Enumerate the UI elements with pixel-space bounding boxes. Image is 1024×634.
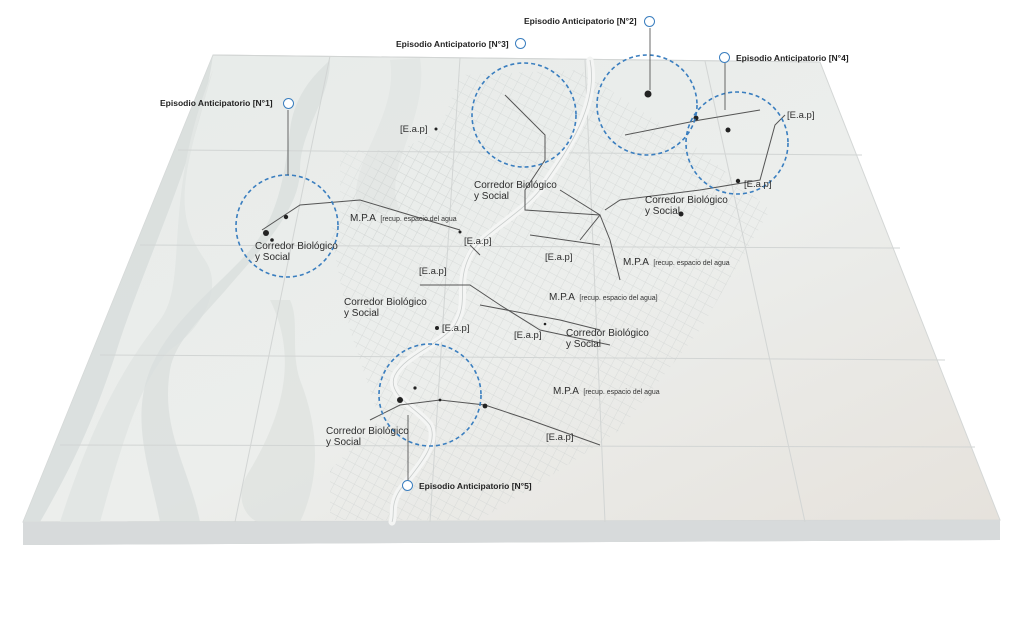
episode-2-marker[interactable] — [644, 16, 655, 27]
mpa-label: M.P.A [recup. espacio del agua — [623, 252, 730, 270]
corridor-label-line1: Corredor Biológico — [645, 195, 728, 206]
corridor-label-line2: y Social — [474, 191, 510, 202]
eap-label: [E.a.p] — [744, 179, 772, 190]
mpa-label-detail: [recup. espacio del agua — [380, 216, 457, 223]
corridor-label-line1: Corredor Biológico — [344, 297, 427, 308]
corridor-label-line2: y Social — [255, 252, 291, 263]
corridor-label: Corredor Biológico y Social — [566, 328, 649, 350]
episode-area-3 — [471, 62, 577, 168]
corridor-label: Corredor Biológico y Social — [326, 426, 409, 448]
mpa-label: M.P.A [recup. espacio del agua] — [549, 287, 658, 305]
eap-label: [E.a.p] — [546, 432, 574, 443]
corridor-label: Corredor Biológico y Social — [344, 297, 427, 319]
episode-3-title: Episodio Anticipatorio [N°3] — [396, 39, 509, 49]
mpa-label-title: M.P.A — [623, 257, 649, 268]
eap-label: [E.a.p] — [442, 323, 470, 334]
mpa-label-detail: [recup. espacio del agua — [653, 260, 730, 267]
eap-label: [E.a.p] — [545, 252, 573, 263]
mpa-label-title: M.P.A — [549, 292, 575, 303]
corridor-label-line1: Corredor Biológico — [474, 180, 557, 191]
corridor-label-line2: y Social — [645, 206, 681, 217]
episode-1-title: Episodio Anticipatorio [N°1] — [160, 98, 273, 108]
mpa-label-title: M.P.A — [553, 386, 579, 397]
episode-area-4 — [685, 91, 789, 195]
episode-area-2 — [596, 54, 698, 156]
corridor-label: Corredor Biológico y Social — [645, 195, 728, 217]
mpa-label: M.P.A [recup. espacio del agua — [553, 381, 660, 399]
corridor-label: Corredor Biológico y Social — [474, 180, 557, 202]
mpa-label-title: M.P.A — [350, 213, 376, 224]
episode-4-marker[interactable] — [719, 52, 730, 63]
mpa-label: M.P.A [recup. espacio del agua — [350, 208, 457, 226]
eap-label: [E.a.p] — [514, 330, 542, 341]
episode-5-title: Episodio Anticipatorio [N°5] — [419, 481, 532, 491]
leader-lines — [287, 28, 726, 485]
corridor-label-line2: y Social — [344, 308, 380, 319]
episode-4-title: Episodio Anticipatorio [N°4] — [736, 53, 849, 63]
episode-3-marker[interactable] — [515, 38, 526, 49]
corridor-label: Corredor Biológico y Social — [255, 241, 338, 263]
mpa-label-detail: [recup. espacio del agua] — [579, 295, 658, 302]
episode-area-5 — [378, 343, 482, 447]
episode-2-title: Episodio Anticipatorio [N°2] — [524, 16, 637, 26]
urban-fabric — [330, 70, 770, 520]
corridor-label-line1: Corredor Biológico — [326, 426, 409, 437]
eap-label: [E.a.p] — [400, 124, 428, 135]
corridor-label-line2: y Social — [326, 437, 362, 448]
episode-area-1 — [235, 174, 339, 278]
episode-1-marker[interactable] — [283, 98, 294, 109]
episode-5-marker[interactable] — [402, 480, 413, 491]
corridor-label-line1: Corredor Biológico — [255, 241, 338, 252]
terrain-contours — [23, 55, 422, 522]
mpa-label-detail: [recup. espacio del agua — [583, 389, 660, 396]
corridor-label-line1: Corredor Biológico — [566, 328, 649, 339]
eap-label: [E.a.p] — [787, 110, 815, 121]
eap-label: [E.a.p] — [419, 266, 447, 277]
corridor-label-line2: y Social — [566, 339, 602, 350]
corridor-lines — [261, 94, 786, 446]
corridor-pins — [263, 90, 741, 409]
episode-areas — [235, 54, 789, 447]
eap-label: [E.a.p] — [464, 236, 492, 247]
